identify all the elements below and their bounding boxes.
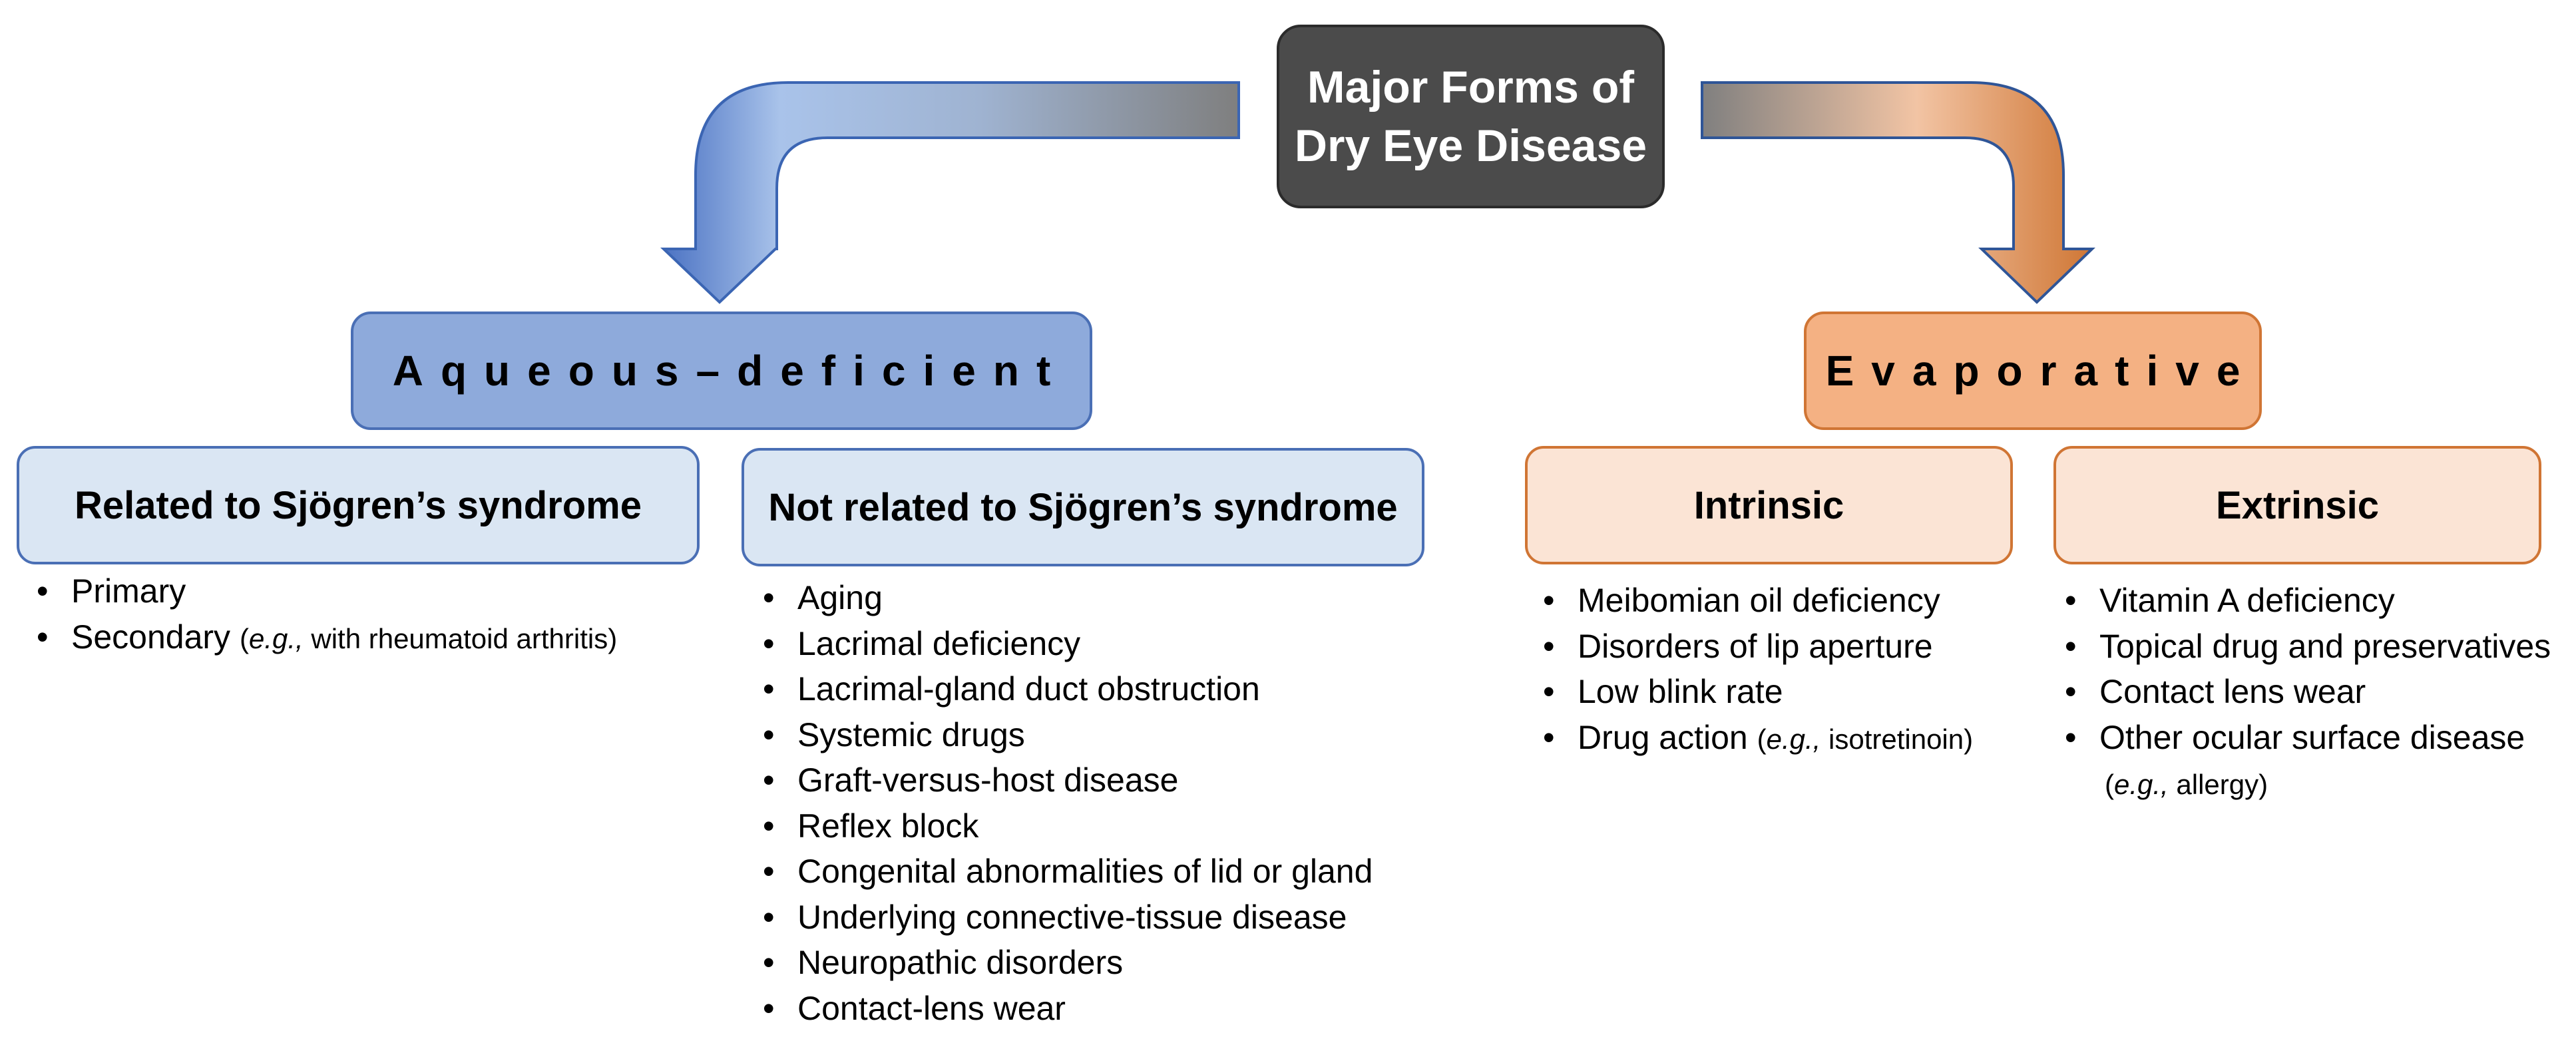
- list-item: Secondary (e.g., with rheumatoid arthrit…: [30, 614, 617, 662]
- list-item: Other ocular surface disease: [2058, 715, 2551, 761]
- extrinsic-list: Vitamin A deficiency Topical drug and pr…: [2058, 578, 2551, 808]
- subgroup-not-related-to-sjogrens: Not related to Sjögren’s syndrome: [742, 448, 1424, 566]
- example-note: (e.g., with rheumatoid arthritis): [239, 622, 618, 654]
- list-item: Reflex block: [756, 803, 1373, 849]
- list-item: Topical drug and preservatives: [2058, 624, 2551, 670]
- list-item-continuation: (e.g., allergy): [2058, 760, 2551, 808]
- subgroup-title: Intrinsic: [1693, 483, 1844, 527]
- subgroup-title: Extrinsic: [2216, 483, 2379, 527]
- list-item: Neuropathic disorders: [756, 940, 1373, 986]
- root-node-major-forms: Major Forms of Dry Eye Disease: [1277, 25, 1665, 208]
- category-label: Evaporative: [1825, 347, 2258, 395]
- list-item: Systemic drugs: [756, 712, 1373, 758]
- category-aqueous-deficient: Aqueous–deficient: [351, 312, 1092, 430]
- list-item: Underlying connective-tissue disease: [756, 895, 1373, 940]
- subgroup-extrinsic: Extrinsic: [2053, 446, 2541, 564]
- example-note: (e.g., isotretinoin): [1757, 723, 1974, 755]
- intrinsic-list: Meibomian oil deficiency Disorders of li…: [1536, 578, 1973, 762]
- list-item: Lacrimal-gland duct obstruction: [756, 666, 1373, 712]
- subgroup-title: Related to Sjögren’s syndrome: [75, 483, 642, 527]
- list-item: Graft-versus-host disease: [756, 757, 1373, 803]
- list-item: Congenital abnormalities of lid or gland: [756, 849, 1373, 895]
- list-item: Vitamin A deficiency: [2058, 578, 2551, 624]
- arrow-to-evaporative: [1701, 81, 2095, 304]
- example-note: (e.g., allergy): [2105, 769, 2268, 800]
- subgroup-intrinsic: Intrinsic: [1525, 446, 2013, 564]
- not-related-sjogrens-list: Aging Lacrimal deficiency Lacrimal-gland…: [756, 575, 1373, 1031]
- list-item: Lacrimal deficiency: [756, 621, 1373, 667]
- list-item: Meibomian oil deficiency: [1536, 578, 1973, 624]
- list-item: Contact lens wear: [2058, 669, 2551, 715]
- arrow-to-aqueous: [660, 81, 1240, 304]
- list-item: Disorders of lip aperture: [1536, 624, 1973, 670]
- list-item: Contact-lens wear: [756, 986, 1373, 1032]
- list-item: Primary: [30, 568, 617, 614]
- root-title-line-1: Major Forms of: [1307, 62, 1635, 112]
- list-item: Drug action (e.g., isotretinoin): [1536, 715, 1973, 763]
- subgroup-related-to-sjogrens: Related to Sjögren’s syndrome: [17, 446, 700, 564]
- list-item: Aging: [756, 575, 1373, 621]
- related-sjogrens-list: Primary Secondary (e.g., with rheumatoid…: [30, 568, 617, 662]
- category-evaporative: Evaporative: [1804, 312, 2262, 430]
- category-label: Aqueous–deficient: [392, 347, 1068, 395]
- root-title-line-2: Dry Eye Disease: [1294, 120, 1647, 171]
- list-item: Low blink rate: [1536, 669, 1973, 715]
- subgroup-title: Not related to Sjögren’s syndrome: [768, 485, 1398, 529]
